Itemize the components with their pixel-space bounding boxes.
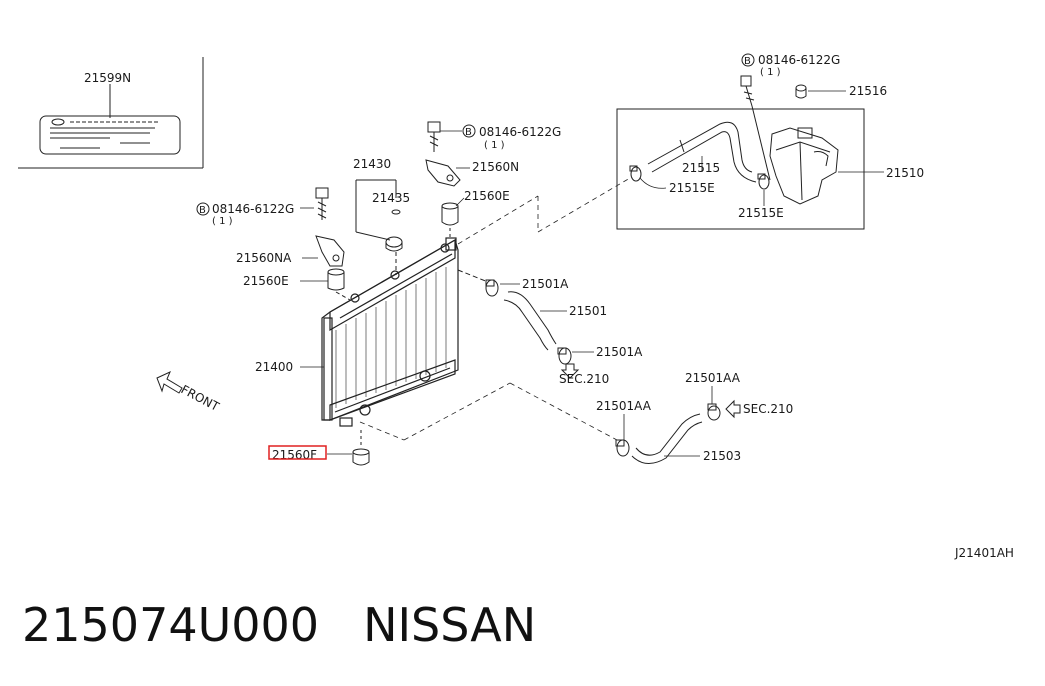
bolt-marker-left (196, 202, 210, 216)
part-number: 215074U000 (22, 598, 320, 652)
label-21599N[interactable]: 21599N (84, 71, 131, 85)
reservoir-hose-21515[interactable] (647, 121, 757, 183)
label-21560NA[interactable]: 21560NA (236, 251, 292, 265)
label-21430[interactable]: 21430 (353, 157, 391, 171)
bolt-left[interactable] (315, 187, 329, 220)
label-qty-middle: ( 1 ) (484, 140, 505, 151)
label-sec210-left[interactable]: SEC.210 (559, 372, 609, 386)
bolt-right[interactable] (740, 75, 771, 181)
dashed-guide-upper (457, 177, 631, 245)
label-front: FRONT (179, 382, 222, 414)
label-21515E-bottom[interactable]: 21515E (738, 206, 784, 220)
label-21501[interactable]: 21501 (569, 304, 607, 318)
arrow-icon-sec210-left (560, 363, 580, 379)
clamp-21501AA-top[interactable] (707, 403, 721, 421)
label-21503[interactable]: 21503 (703, 449, 741, 463)
clamp-21501A-top[interactable] (485, 279, 499, 297)
lower-hose-21503[interactable] (631, 413, 703, 464)
label-08146-6122G-left[interactable]: 08146-6122G (212, 202, 294, 216)
bracket-21560NA[interactable] (315, 235, 345, 267)
rubber-mount-21560E-top[interactable] (441, 202, 459, 238)
bracket-21560N[interactable] (425, 159, 461, 187)
reservoir-tank-21510[interactable] (769, 127, 839, 205)
label-qty-right: ( 1 ) (760, 67, 781, 78)
highlight-box-21560F (268, 445, 327, 460)
label-sec210-right[interactable]: SEC.210 (743, 402, 793, 416)
radiator-cap-21430[interactable] (355, 179, 403, 275)
clamp-21501AA-left[interactable] (615, 439, 630, 457)
bolt-mark-right: B (744, 56, 751, 67)
leader-21560E-top (455, 197, 465, 207)
label-21515[interactable]: 21515 (682, 161, 720, 175)
clamp-21515E-left[interactable] (629, 165, 642, 182)
bolt-marker-right (741, 53, 755, 67)
bolt-middle[interactable] (427, 121, 441, 152)
label-21501AA-left[interactable]: 21501AA (596, 399, 652, 413)
label-21516[interactable]: 21516 (849, 84, 887, 98)
front-arrow-icon (156, 371, 183, 394)
radiator-21400[interactable] (321, 237, 459, 427)
rubber-mount-21560E-left[interactable] (327, 268, 351, 301)
label-21400[interactable]: 21400 (255, 360, 293, 374)
label-21560E-left[interactable]: 21560E (243, 274, 289, 288)
bolt-marker-middle (462, 124, 476, 138)
clamp-21515E-bottom[interactable] (757, 173, 770, 190)
diagram-code: J21401AH (954, 546, 1014, 560)
upper-hose-21501[interactable] (457, 269, 557, 351)
label-21501A-bottom[interactable]: 21501A (596, 345, 643, 359)
label-card-inset (18, 57, 204, 169)
clamp-21501A-bottom[interactable] (557, 347, 572, 365)
bolt-mark-middle: B (465, 127, 472, 138)
rubber-mount-21560F[interactable] (352, 430, 370, 466)
label-21435[interactable]: 21435 (372, 191, 410, 205)
label-qty-left: ( 1 ) (212, 216, 233, 227)
label-08146-6122G-right[interactable]: 08146-6122G (758, 53, 840, 67)
reservoir-group-box (616, 108, 865, 230)
label-21510[interactable]: 21510 (886, 166, 924, 180)
label-21501AA-top[interactable]: 21501AA (685, 371, 741, 385)
label-21560E-top[interactable]: 21560E (464, 189, 510, 203)
footer-caption: 215074U000 NISSAN (22, 598, 580, 652)
arrow-icon-sec210-right (725, 399, 741, 419)
label-21515E-left[interactable]: 21515E (669, 181, 715, 195)
label-08146-6122G-middle[interactable]: 08146-6122G (479, 125, 561, 139)
dashed-guide-lower (359, 382, 618, 441)
reservoir-cap-21516[interactable] (795, 84, 807, 99)
label-21560N[interactable]: 21560N (472, 160, 519, 174)
leader-21515E-left (639, 177, 667, 189)
brand-name: NISSAN (363, 598, 537, 652)
label-21560F[interactable]: 21560F (272, 448, 317, 462)
label-21501A-top[interactable]: 21501A (522, 277, 569, 291)
bolt-mark-left: B (199, 205, 206, 216)
